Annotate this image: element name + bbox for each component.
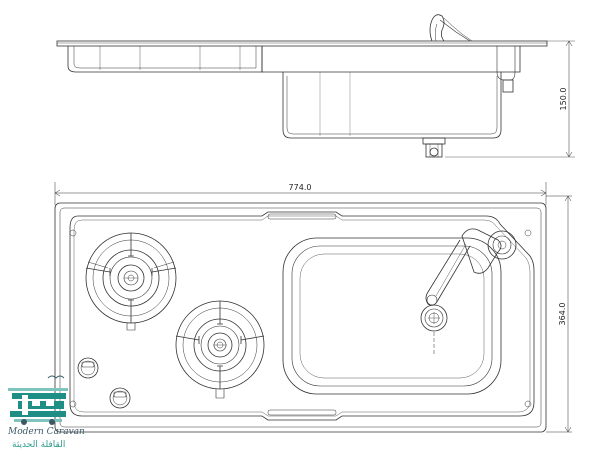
side-elevation: [56, 14, 575, 158]
control-knob-2: [109, 387, 131, 409]
depth-dimension: [546, 195, 572, 433]
depth-dimension-label: 364.0: [558, 303, 567, 326]
plan-view: [54, 202, 547, 433]
control-knob-1: [77, 357, 99, 379]
faucet: [425, 228, 517, 306]
burner-small: [175, 300, 265, 399]
burner-large: [85, 232, 177, 331]
brand-name-en: Modern Caravan: [7, 427, 85, 437]
height-dimension-label: 150.0: [559, 88, 568, 111]
brand-name-ar: القافلة الحديثة: [12, 440, 65, 450]
brand-logo: [8, 375, 68, 425]
sink-basin: [282, 237, 502, 395]
width-dimension: [54, 182, 547, 205]
width-dimension-label: 774.0: [289, 183, 312, 192]
